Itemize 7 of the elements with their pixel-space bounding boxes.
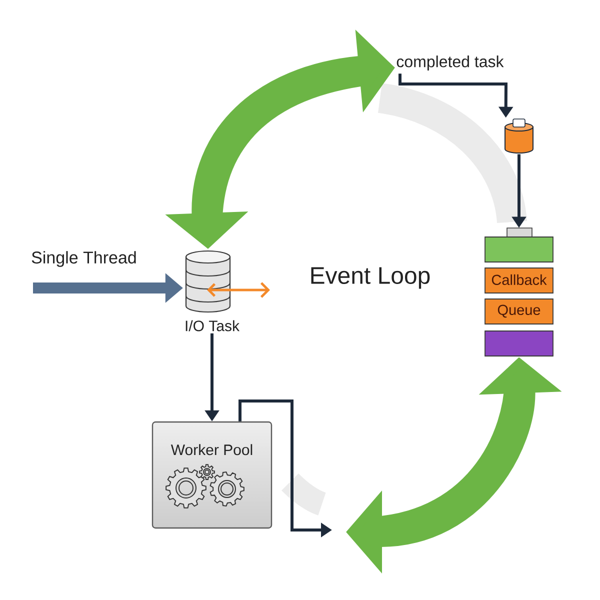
cylinder-icon [504,118,534,154]
loop-label: Event Loop [311,267,430,289]
edge-label: Single Thread [29,249,139,269]
icon-caption: I/O Task [186,320,240,332]
node-label: Callback Queue [492,274,547,318]
queue-stack: Callback Queue [484,228,554,356]
text-label: completed task [396,56,504,70]
